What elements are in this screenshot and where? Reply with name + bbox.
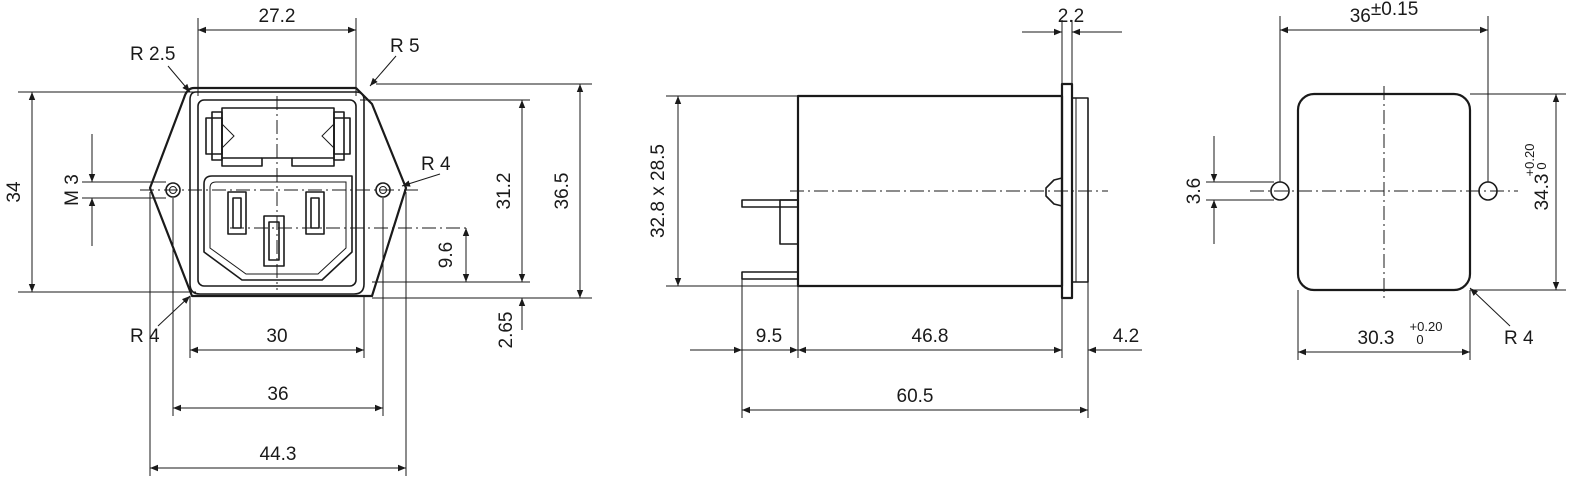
label-31-2: 31.2 <box>494 173 515 210</box>
label-30-3-lower: 0 <box>1416 332 1423 347</box>
front-body-outline <box>189 91 365 295</box>
side-flange-step <box>1071 97 1089 283</box>
fuse-clip-right <box>333 117 351 155</box>
label-32-8: 32.8 x 28.5 <box>648 144 669 238</box>
iec-inlet-outline <box>203 175 353 281</box>
leader-r4-bottom <box>157 295 191 327</box>
label-r4-mount: R 4 <box>421 154 451 175</box>
side-pin-bottom <box>741 271 799 280</box>
pin-left-core <box>232 197 242 229</box>
label-2-2: 2.2 <box>1058 6 1084 27</box>
label-34-3-main: 34.3 <box>1532 174 1553 211</box>
label-60-5: 60.5 <box>897 386 934 407</box>
label-36-cut-main: 36 <box>1350 6 1371 27</box>
label-44-3: 44.3 <box>260 444 297 465</box>
side-pin-top <box>741 199 799 208</box>
label-34-3: 34.3 +0.20 0 <box>1522 144 1553 211</box>
side-pin-base <box>779 199 799 245</box>
svg-text:34.3: 34.3 <box>1532 174 1553 211</box>
label-2-65: 2.65 <box>496 312 517 349</box>
label-4-2: 4.2 <box>1113 326 1139 347</box>
label-34-3-upper: +0.20 <box>1522 144 1537 177</box>
pin-earth <box>263 215 285 267</box>
fuse-cap-left <box>221 123 235 149</box>
fuse-cap-right <box>321 123 335 149</box>
label-r4-bottom: R 4 <box>130 326 160 347</box>
label-36-cut: 36±0.15 <box>1350 0 1419 27</box>
fuse-clip-left <box>205 117 223 155</box>
pin-left <box>227 191 247 235</box>
leader-r25 <box>167 65 191 93</box>
front-flange-outline <box>148 86 408 298</box>
leader-r4-mount <box>401 173 441 187</box>
cutout-view: 36±0.15 3.6 34.3 +0.20 0 30.3 +0.20 0 R … <box>1184 0 1566 360</box>
label-36-cut-tol: ±0.15 <box>1371 0 1418 20</box>
fuse-clip-left-inner <box>211 111 223 161</box>
label-34: 34 <box>4 181 25 203</box>
front-view: 27.2 R 2.5 R 5 R 4 R 4 34 M 3 31.2 36.5 … <box>4 6 592 476</box>
label-34-3-lower: 0 <box>1534 162 1549 169</box>
pin-earth-core <box>268 221 280 261</box>
label-3-6: 3.6 <box>1184 178 1205 204</box>
label-r4-cut: R 4 <box>1504 328 1534 349</box>
label-30-3: 30.3 <box>1358 328 1395 349</box>
label-30: 30 <box>266 326 287 347</box>
label-36: 36 <box>267 384 288 405</box>
fuse-clip-right-inner <box>333 111 345 161</box>
label-36-5: 36.5 <box>552 173 573 210</box>
leader-r4-cut <box>1469 287 1511 327</box>
label-9-5: 9.5 <box>756 326 782 347</box>
label-r25: R 2.5 <box>130 44 175 65</box>
label-30-3-upper: +0.20 <box>1410 319 1443 334</box>
pin-right <box>305 191 325 235</box>
iec-inlet-inner <box>209 181 347 275</box>
label-46-8: 46.8 <box>912 326 949 347</box>
leader-r5 <box>369 55 397 87</box>
side-view: 2.2 32.8 x 28.5 9.5 46.8 4.2 60.5 <box>648 6 1142 418</box>
label-m3: M 3 <box>62 174 83 206</box>
pin-right-core <box>310 197 320 229</box>
label-27-2: 27.2 <box>259 6 296 27</box>
side-latch <box>1045 177 1063 207</box>
label-9-6: 9.6 <box>436 242 457 268</box>
label-r5: R 5 <box>390 36 420 57</box>
